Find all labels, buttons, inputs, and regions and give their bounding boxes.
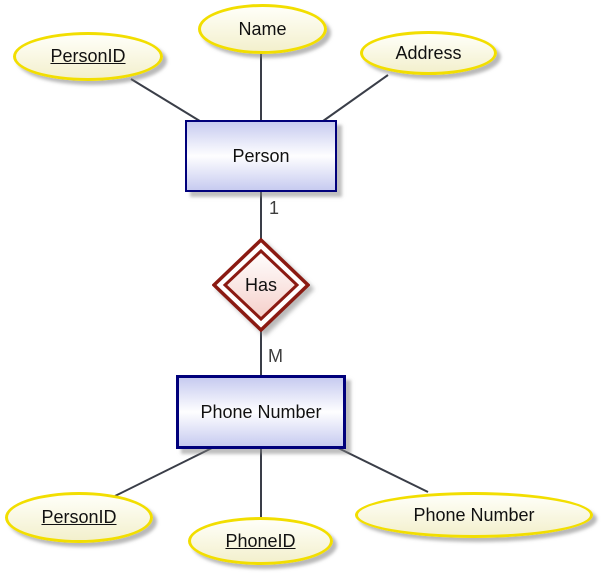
attribute-label: PhoneID — [225, 530, 296, 551]
attribute-person-id-bottom: PersonID — [5, 492, 153, 543]
attribute-person-id-top: PersonID — [13, 32, 163, 81]
diamond-inner-shape — [222, 248, 300, 322]
entity-person: Person — [185, 120, 337, 192]
attribute-phone-number: Phone Number — [355, 492, 593, 538]
attribute-label: PersonID — [50, 46, 126, 66]
attribute-address: Address — [360, 31, 497, 75]
connector-line-phonenumber-personid — [114, 443, 221, 497]
connector-line-phonenumber-phonenumberattr — [329, 443, 429, 493]
attribute-label: PersonID — [41, 507, 117, 527]
attribute-label: Name — [238, 18, 287, 39]
attribute-name: Name — [198, 4, 327, 54]
entity-phone-number: Phone Number — [176, 375, 346, 449]
attribute-phone-id: PhoneID — [188, 517, 333, 565]
connector-line-personid-person — [130, 78, 209, 127]
cardinality-label-one: 1 — [269, 198, 280, 218]
attribute-label: Address — [395, 42, 462, 63]
attribute-label: Phone Number — [413, 504, 535, 525]
connector-line-address-person — [315, 74, 389, 127]
relationship-has-label: Has — [244, 274, 277, 295]
entity-label: Phone Number — [200, 401, 322, 422]
entity-label: Person — [232, 145, 290, 166]
relationship-has-diamond — [212, 238, 310, 332]
cardinality-label-many: M — [268, 346, 283, 366]
